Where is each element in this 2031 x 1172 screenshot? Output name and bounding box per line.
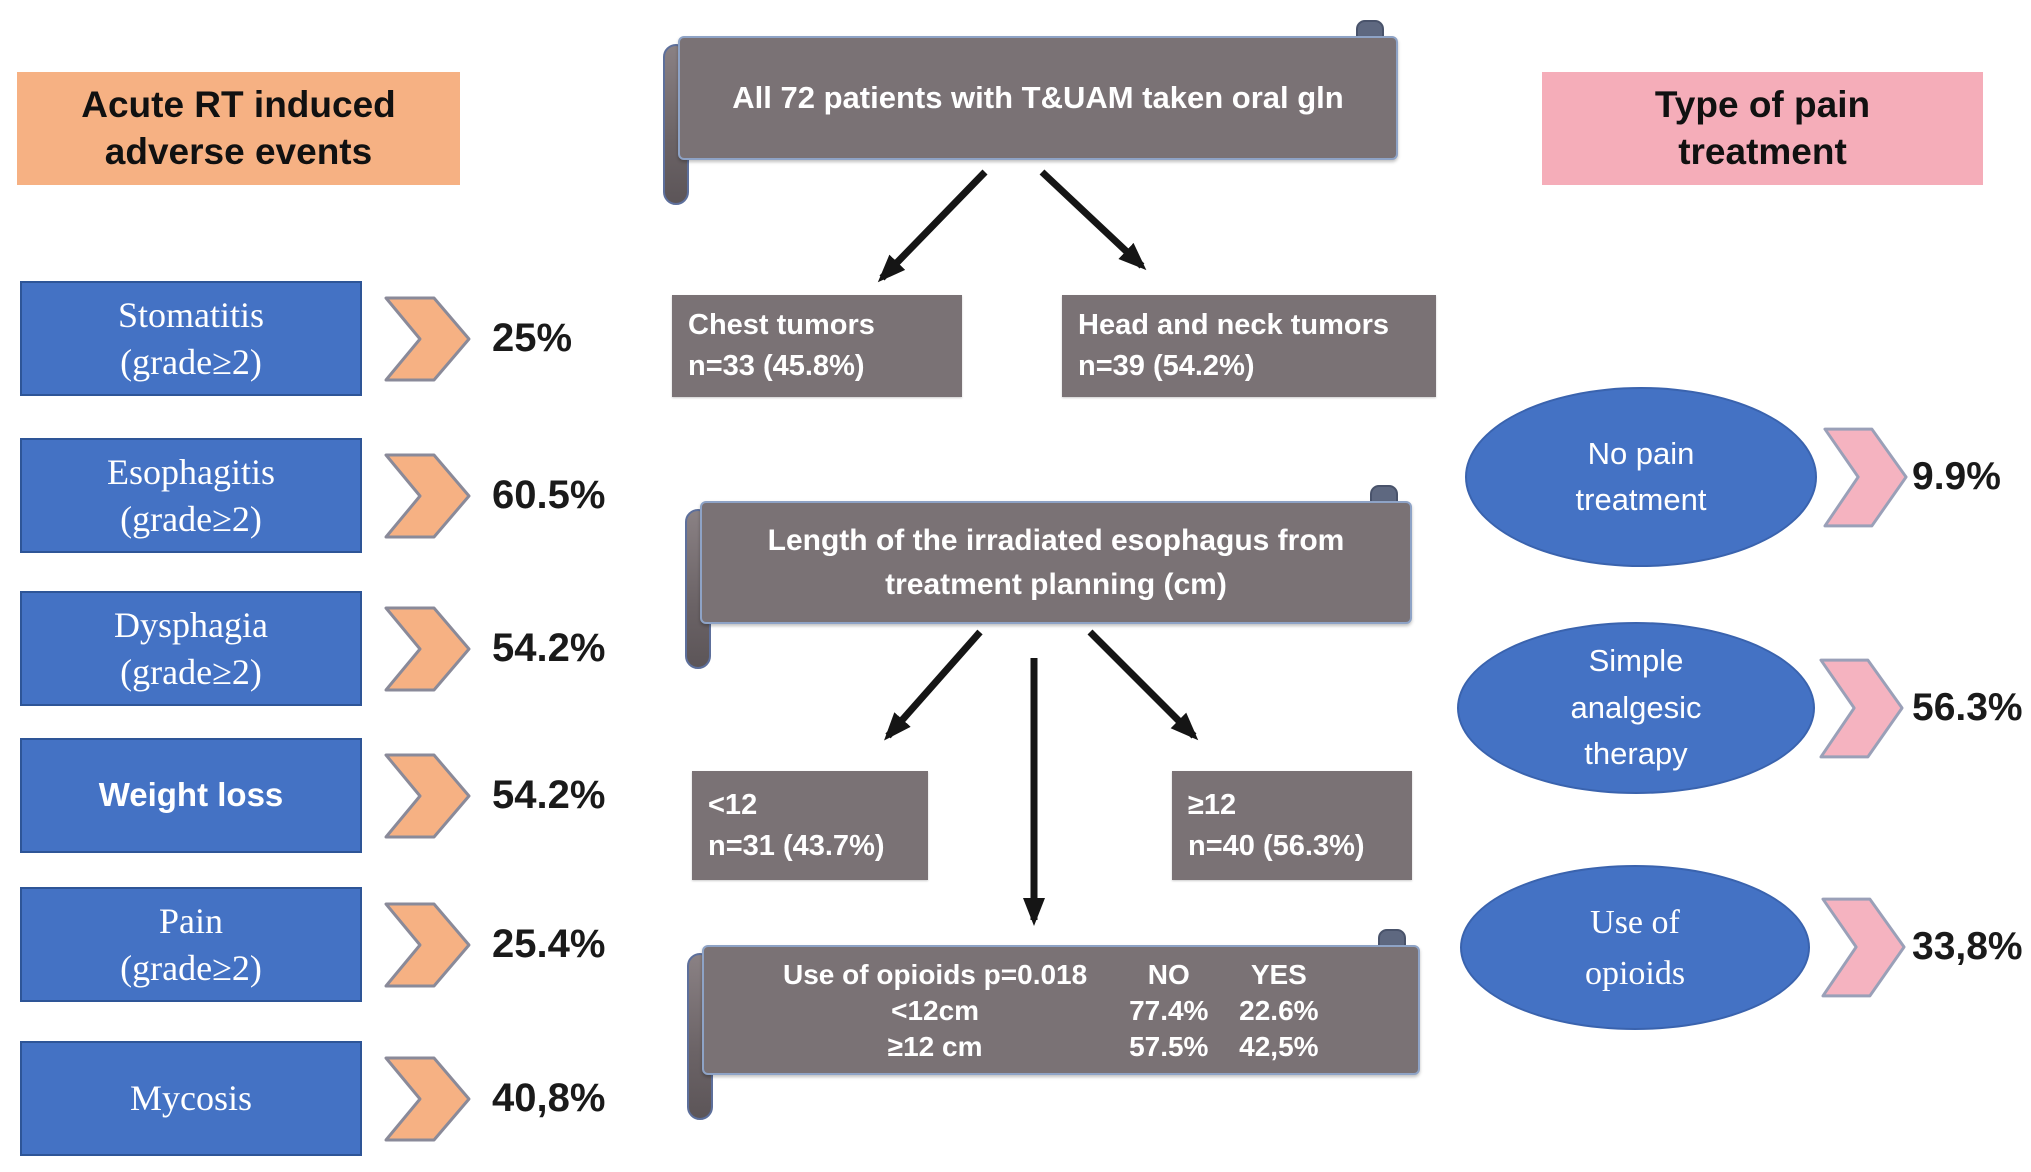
adverse-event-box: Esophagitis (grade≥2) — [20, 438, 362, 553]
adverse-event-value: 25% — [492, 316, 573, 360]
adverse-event-row: Pain (grade≥2) 25.4% — [0, 887, 640, 1002]
opioid-table: Use of opioids p=0.018 NO YES <12cm 77.4… — [702, 945, 1420, 1075]
adverse-event-label: Esophagitis (grade≥2) — [107, 451, 275, 539]
length-scroll-banner: Length of the irradiated esophagus from … — [685, 485, 1412, 669]
adverse-event-value: 25.4% — [492, 922, 606, 966]
adverse-event-value: 40,8% — [492, 1076, 606, 1120]
chevron-right-icon — [384, 606, 471, 692]
ge12-box: ≥12 n=40 (56.3%) — [1172, 771, 1412, 880]
treatment-value: 9.9% — [1912, 455, 2001, 498]
treatment-value: 33,8% — [1912, 925, 2023, 968]
chevron-right-icon — [384, 1056, 471, 1142]
treatment-label: No pain treatment — [1575, 435, 1707, 518]
chevron-right-icon — [384, 753, 471, 839]
treatment-value: 56.3% — [1912, 686, 2023, 729]
chevron-right-icon — [1823, 427, 1908, 528]
chest-tumors-label: Chest tumors n=33 (45.8%) — [688, 309, 875, 382]
arrow-length-to-ge12 — [1087, 629, 1199, 741]
treatment-label: Use of opioids — [1584, 903, 1686, 992]
opioid-table-title: Use of opioids p=0.018 — [782, 959, 1088, 990]
chevron-right-icon — [384, 296, 471, 382]
arrow-root-to-headneck — [1039, 169, 1147, 271]
adverse-event-row: Mycosis 40,8% — [0, 1041, 640, 1156]
lt12-box: <12 n=31 (43.7%) — [692, 771, 928, 880]
adverse-event-row: Stomatitis (grade≥2) 25% — [0, 281, 640, 396]
adverse-event-label: Dysphagia (grade≥2) — [114, 604, 268, 692]
scroll-body — [700, 501, 1412, 624]
opioid-row-no: 57.5% — [1129, 1031, 1209, 1062]
scroll-body — [678, 36, 1398, 160]
head-neck-tumors-label: Head and neck tumors n=39 (54.2%) — [1078, 309, 1390, 382]
scroll-body — [702, 945, 1420, 1075]
root-label: All 72 patients with T&UAM taken oral gl… — [732, 79, 1344, 115]
adverse-event-row: Dysphagia (grade≥2) 54.2% — [0, 591, 640, 706]
opioid-table-col-no: NO — [1147, 959, 1190, 990]
chevron-right-icon — [384, 453, 471, 539]
opioid-table-row: <12cm 77.4% 22.6% — [759, 995, 1410, 1027]
adverse-event-label: Mycosis — [129, 1078, 252, 1119]
root-scroll-banner: All 72 patients with T&UAM taken oral gl… — [663, 20, 1398, 205]
adverse-event-label: Stomatitis (grade≥2) — [117, 294, 265, 382]
right-panel-header: Type of pain treatment — [1542, 72, 1983, 185]
left-panel-header: Acute RT induced adverse events — [17, 72, 460, 185]
length-label: Length of the irradiated esophagus from … — [767, 524, 1345, 601]
ge12-label: ≥12 n=40 (56.3%) — [1188, 788, 1365, 862]
adverse-event-label: Weight loss — [98, 776, 284, 814]
treatment-ellipse: Simple analgesic therapy — [1457, 622, 1815, 794]
adverse-event-row: Esophagitis (grade≥2) 60.5% — [0, 438, 640, 553]
adverse-event-value: 54.2% — [492, 773, 606, 817]
adverse-event-box: Weight loss — [20, 738, 362, 853]
opioid-table-row: ≥12 cm 57.5% 42,5% — [759, 1031, 1410, 1063]
opioid-row-yes: 42,5% — [1239, 1031, 1319, 1062]
adverse-event-value: 54.2% — [492, 626, 606, 670]
chevron-right-icon — [1821, 897, 1906, 998]
chevron-right-icon — [384, 902, 471, 988]
opioid-row-label: ≥12 cm — [887, 1031, 983, 1062]
adverse-event-box: Mycosis — [20, 1041, 362, 1156]
treatment-label: Simple analgesic therapy — [1570, 643, 1702, 772]
opioid-row-no: 77.4% — [1129, 995, 1209, 1026]
chevron-right-icon — [1819, 658, 1904, 759]
opioid-row-yes: 22.6% — [1239, 995, 1319, 1026]
head-neck-tumors-box: Head and neck tumors n=39 (54.2%) — [1062, 295, 1436, 397]
arrow-length-to-lt12 — [884, 629, 983, 741]
opioid-table-header-row: Use of opioids p=0.018 NO YES — [759, 959, 1410, 991]
opioid-row-label: <12cm — [891, 995, 980, 1026]
lt12-label: <12 n=31 (43.7%) — [708, 788, 885, 862]
adverse-event-box: Pain (grade≥2) — [20, 887, 362, 1002]
treatment-ellipse: No pain treatment — [1465, 387, 1817, 567]
adverse-event-box: Stomatitis (grade≥2) — [20, 281, 362, 396]
adverse-event-value: 60.5% — [492, 473, 606, 517]
adverse-event-row: Weight loss 54.2% — [0, 738, 640, 853]
treatment-ellipse: Use of opioids — [1460, 865, 1810, 1030]
adverse-event-box: Dysphagia (grade≥2) — [20, 591, 362, 706]
opioids-scroll-banner: Use of opioids p=0.018 NO YES <12cm 77.4… — [687, 929, 1420, 1120]
arrow-root-to-chest — [877, 169, 988, 283]
opioid-table-col-yes: YES — [1250, 959, 1307, 990]
adverse-event-label: Pain (grade≥2) — [120, 900, 262, 988]
chest-tumors-box: Chest tumors n=33 (45.8%) — [672, 295, 962, 397]
